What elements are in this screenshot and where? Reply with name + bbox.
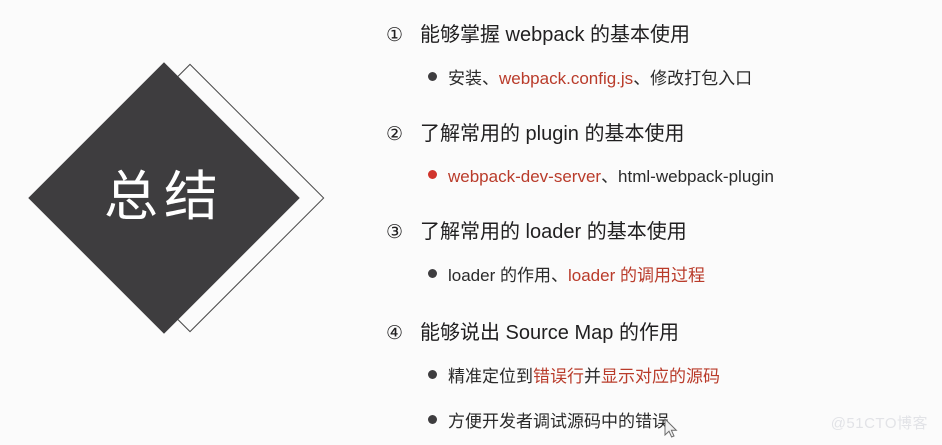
list-item: ④ 能够说出 Source Map 的作用 精准定位到错误行并显示对应的源码 方… [386, 316, 931, 438]
list-item: ① 能够掌握 webpack 的基本使用 安装、webpack.config.j… [386, 18, 931, 95]
watermark: @51CTO博客 [830, 415, 928, 432]
sub-text-part: loader 的作用、 [448, 266, 568, 285]
sub-item: 方便开发者调试源码中的错误 [428, 406, 931, 438]
sub-text-part: 并 [584, 367, 601, 386]
sub-text-part-highlight: 错误行 [533, 367, 584, 386]
list-item-heading: ① 能够掌握 webpack 的基本使用 [386, 18, 931, 53]
sub-text-part: 、html-webpack-plugin [601, 167, 774, 186]
bullet-dot-icon [428, 72, 437, 81]
item-title: 能够说出 Source Map 的作用 [420, 322, 679, 344]
list-item-heading: ④ 能够说出 Source Map 的作用 [386, 316, 931, 351]
item-title: 了解常用的 plugin 的基本使用 [420, 123, 685, 145]
item-title: 了解常用的 loader 的基本使用 [420, 221, 687, 243]
sub-text-part: 精准定位到 [448, 367, 533, 386]
list-item-heading: ② 了解常用的 plugin 的基本使用 [386, 117, 931, 152]
bullet-dot-icon [428, 170, 437, 179]
sub-item-text: loader 的作用、loader 的调用过程 [448, 260, 705, 292]
sub-text-part: 安装、 [448, 69, 499, 88]
item-number-icon: ① [386, 25, 404, 46]
list-item: ② 了解常用的 plugin 的基本使用 webpack-dev-server、… [386, 117, 931, 193]
item-title: 能够掌握 webpack 的基本使用 [420, 24, 691, 46]
summary-badge-label: 总结 [104, 167, 224, 227]
sub-text-part-highlight: webpack.config.js [499, 69, 634, 88]
sub-text-part-highlight: loader 的调用过程 [567, 266, 705, 285]
sub-text-part: 、修改打包入口 [633, 69, 753, 88]
item-number-icon: ③ [386, 222, 404, 243]
list-item: ③ 了解常用的 loader 的基本使用 loader 的作用、loader 的… [386, 215, 931, 292]
sub-item-text: 方便开发者调试源码中的错误 [448, 406, 669, 438]
sub-item: 精准定位到错误行并显示对应的源码 [428, 361, 931, 393]
sub-item: webpack-dev-server、html-webpack-plugin [428, 161, 931, 193]
summary-list: ① 能够掌握 webpack 的基本使用 安装、webpack.config.j… [386, 18, 931, 438]
sub-text-part-highlight: webpack-dev-server [448, 167, 602, 186]
sub-item: 安装、webpack.config.js、修改打包入口 [428, 63, 931, 95]
sub-item: loader 的作用、loader 的调用过程 [428, 260, 931, 292]
item-number-icon: ② [386, 124, 404, 145]
sub-item-text: 精准定位到错误行并显示对应的源码 [448, 361, 720, 393]
sub-item-text: 安装、webpack.config.js、修改打包入口 [448, 63, 752, 95]
sub-text-part: 方便开发者调试源码中的错误 [448, 412, 669, 431]
bullet-dot-icon [428, 269, 437, 278]
list-item-heading: ③ 了解常用的 loader 的基本使用 [386, 215, 931, 250]
summary-badge: 总结 [0, 0, 360, 445]
sub-item-text: webpack-dev-server、html-webpack-plugin [448, 161, 774, 193]
item-number-icon: ④ [386, 323, 404, 344]
bullet-dot-icon [428, 370, 437, 379]
sub-text-part-highlight: 显示对应的源码 [601, 367, 720, 386]
bullet-dot-icon [428, 415, 437, 424]
